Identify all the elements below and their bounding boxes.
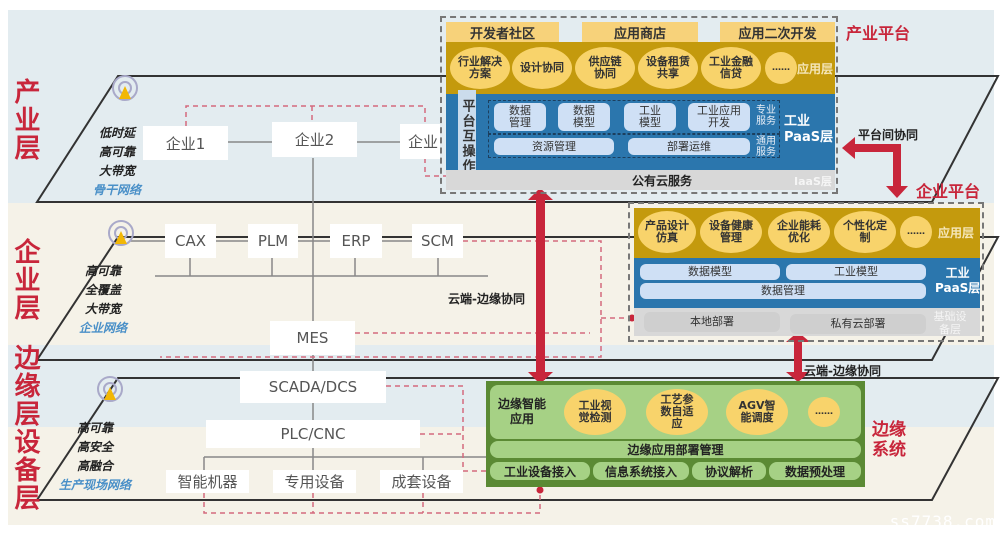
enterprise-node-scm[interactable]: SCM — [412, 224, 463, 258]
scada-node[interactable]: SCADA/DCS — [240, 371, 386, 403]
industry-platform: 开发者社区 应用商店 应用二次开发 行业解决方案 设计协同 供应链协同 设备租赁… — [440, 16, 838, 194]
cloud-edge-collab-label: 云端-边缘协同 — [804, 364, 881, 378]
edge-intel-label: 边缘智能应用 — [498, 397, 547, 426]
enterprise-node-erp[interactable]: ERP — [330, 224, 382, 258]
backbone-network-tags: 低时延 高可靠 大带宽 骨干网络 — [82, 124, 152, 200]
edge-app-oval-more[interactable]: …… — [808, 397, 840, 427]
paas-label-line2: PaaS层 — [784, 130, 834, 145]
ep-app-oval[interactable]: 个性化定制 — [834, 211, 896, 253]
common-services-group — [488, 134, 780, 158]
net-tag: 高安全 — [76, 440, 113, 454]
edge-app-oval[interactable]: 工业视觉检测 — [564, 389, 626, 435]
ep-app-layer-label: 应用层 — [938, 226, 975, 240]
ep-app-oval[interactable]: 设备健康管理 — [700, 211, 762, 253]
industry-node[interactable]: 企业 — [400, 124, 440, 159]
enterprise-network-tags: 高可靠 全覆盖 大带宽 企业网络 — [68, 262, 138, 338]
network-name: 企业网络 — [78, 321, 127, 335]
iaas-label: IaaS层 — [794, 175, 832, 188]
app-oval-more[interactable]: …… — [765, 52, 797, 84]
antenna-icon — [108, 220, 134, 246]
ep-paas-label: 工业 PaaS层 — [935, 266, 980, 296]
net-tag: 高融合 — [76, 459, 113, 473]
pro-services-label: 专业服务 — [756, 105, 776, 127]
tab-app-secondary-dev[interactable]: 应用二次开发 — [720, 22, 835, 42]
platform-collab-label: 平台间协同 — [858, 128, 919, 142]
antenna-icon — [97, 376, 123, 402]
ep-app-oval-more[interactable]: …… — [900, 216, 932, 248]
ep-infra-item[interactable]: 本地部署 — [644, 312, 780, 332]
antenna-icon — [112, 75, 138, 101]
plc-node[interactable]: PLC/CNC — [206, 420, 420, 448]
layer-label-device: 设备层 — [10, 428, 40, 512]
enterprise-platform-title: 企业平台 — [916, 182, 981, 201]
net-tag: 高可靠 — [84, 264, 121, 278]
edge-access-item[interactable]: 协议解析 — [692, 462, 766, 480]
paas-pro-item[interactable]: 工业应用开发 — [688, 103, 750, 131]
paas-common-item[interactable]: 部署运维 — [628, 138, 750, 155]
device-node[interactable]: 专用设备 — [273, 470, 356, 493]
edge-access-item[interactable]: 信息系统接入 — [593, 462, 689, 480]
ep-paas-item[interactable]: 数据模型 — [640, 264, 780, 280]
ep-paas-label-line2: PaaS层 — [935, 281, 981, 295]
mes-node[interactable]: MES — [270, 321, 355, 355]
app-oval[interactable]: 设备租赁共享 — [638, 47, 698, 89]
enterprise-node-plm[interactable]: PLM — [248, 224, 298, 258]
layer-label-edge: 边缘层 — [10, 344, 40, 428]
ep-app-oval[interactable]: 企业能耗优化 — [768, 211, 830, 253]
net-tag: 全覆盖 — [84, 283, 121, 297]
enterprise-node-cax[interactable]: CAX — [165, 224, 216, 258]
layer-label-enterprise: 企业层 — [10, 238, 40, 322]
device-node[interactable]: 智能机器 — [166, 470, 249, 493]
edge-app-oval[interactable]: 工艺参数自适应 — [646, 389, 708, 435]
industry-node[interactable]: 企业2 — [272, 122, 357, 157]
edge-access-item[interactable]: 工业设备接入 — [490, 462, 590, 480]
paas-common-item[interactable]: 资源管理 — [494, 138, 614, 155]
layer-label-industry: 产业层 — [10, 78, 40, 162]
net-tag: 高可靠 — [98, 145, 135, 159]
watermark: ss7738.com — [889, 512, 996, 531]
device-node[interactable]: 成套设备 — [380, 470, 463, 493]
pro-services-group — [488, 100, 780, 134]
edge-app-oval[interactable]: AGV智能调度 — [726, 389, 788, 435]
ep-paas-item[interactable]: 数据管理 — [640, 283, 926, 299]
paas-label-line1: 工业 — [784, 114, 811, 129]
ep-infra-item[interactable]: 私有云部署 — [790, 314, 926, 334]
network-name: 骨干网络 — [92, 183, 141, 197]
net-tag: 低时延 — [98, 126, 135, 140]
tab-developer-community[interactable]: 开发者社区 — [446, 22, 559, 42]
edge-deploy-mgmt[interactable]: 边缘应用部署管理 — [490, 441, 861, 458]
net-tag: 大带宽 — [98, 164, 135, 178]
paas-pro-item[interactable]: 数据模型 — [558, 103, 610, 131]
app-oval[interactable]: 设计协同 — [512, 47, 572, 89]
industry-iaas-layer — [446, 170, 835, 190]
ep-paas-item[interactable]: 工业模型 — [786, 264, 926, 280]
cloud-edge-collab-label: 云端-边缘协同 — [448, 292, 525, 306]
edge-access-item[interactable]: 数据预处理 — [769, 462, 861, 480]
common-services-label: 通用服务 — [756, 136, 776, 158]
app-oval[interactable]: 行业解决方案 — [450, 47, 510, 89]
ep-app-oval[interactable]: 产品设计仿真 — [638, 211, 696, 253]
net-tag: 大带宽 — [84, 302, 121, 316]
edge-system-title: 边缘系统 — [872, 420, 906, 460]
ep-infra-label: 基础设备层 — [933, 310, 967, 336]
paas-pro-item[interactable]: 工业模型 — [624, 103, 676, 131]
app-oval[interactable]: 工业金融信贷 — [701, 47, 761, 89]
ep-paas-label-line1: 工业 — [945, 266, 970, 280]
net-tag: 高可靠 — [76, 421, 113, 435]
app-oval[interactable]: 供应链协同 — [575, 47, 635, 89]
app-layer-label: 应用层 — [797, 62, 834, 76]
field-network-tags: 高可靠 高安全 高融合 生产现场网络 — [50, 419, 140, 495]
tab-app-store[interactable]: 应用商店 — [582, 22, 698, 42]
public-cloud-service[interactable]: 公有云服务 — [631, 173, 692, 188]
platform-interop[interactable]: 平台互操作 — [458, 90, 476, 182]
paas-label: 工业 PaaS层 — [784, 114, 833, 146]
network-name: 生产现场网络 — [58, 478, 131, 492]
industry-node[interactable]: 企业1 — [143, 126, 228, 160]
paas-pro-item[interactable]: 数据管理 — [494, 103, 546, 131]
enterprise-platform: 产品设计仿真 设备健康管理 企业能耗优化 个性化定制 …… 应用层 数据模型 工… — [628, 202, 984, 342]
edge-system: 边缘智能应用 工业视觉检测 工艺参数自适应 AGV智能调度 …… 边缘应用部署管… — [486, 381, 865, 487]
industry-platform-title: 产业平台 — [846, 24, 911, 43]
